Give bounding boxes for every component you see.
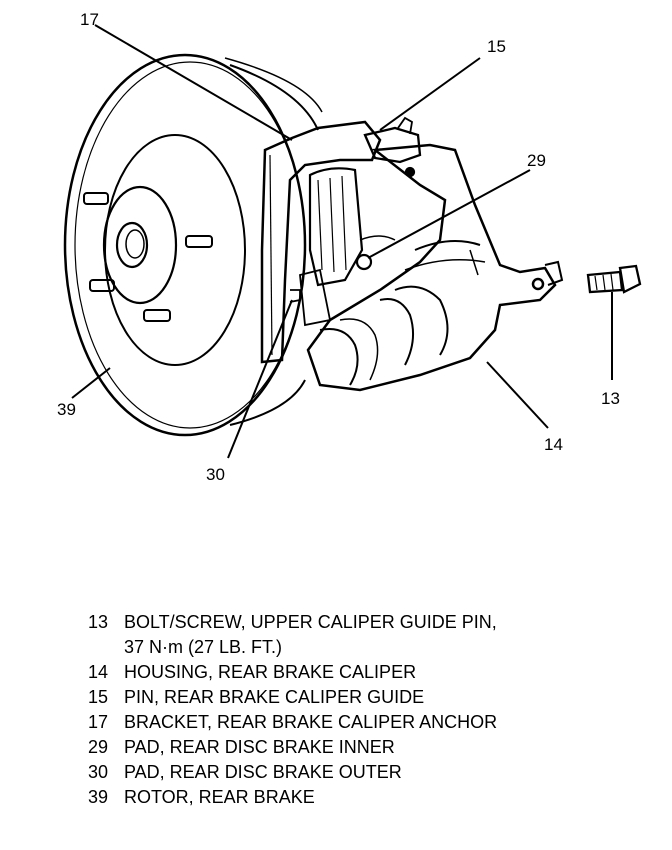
hub (83, 185, 213, 322)
legend-row-17: 17 BRACKET, REAR BRAKE CALIPER ANCHOR (88, 710, 648, 735)
callout-13: 13 (601, 389, 620, 408)
legend-description: PAD, REAR DISC BRAKE INNER (124, 737, 395, 757)
legend-description: ROTOR, REAR BRAKE (124, 787, 315, 807)
rotor (63, 53, 323, 437)
legend-description: PIN, REAR BRAKE CALIPER GUIDE (124, 687, 425, 707)
legend-description: HOUSING, REAR BRAKE CALIPER (124, 662, 417, 682)
legend-row-14: 14 HOUSING, REAR BRAKE CALIPER (88, 660, 648, 685)
legend-description: BRACKET, REAR BRAKE CALIPER ANCHOR (124, 712, 498, 732)
callout-14: 14 (544, 435, 563, 454)
legend-row-13-continued: 37 N·m (27 LB. FT.) (88, 635, 648, 660)
caliper-housing (306, 143, 564, 392)
legend-description: PAD, REAR DISC BRAKE OUTER (124, 762, 402, 782)
legend-row-30: 30 PAD, REAR DISC BRAKE OUTER (88, 760, 648, 785)
legend-number: 15 (88, 687, 109, 707)
legend-row-29: 29 PAD, REAR DISC BRAKE INNER (88, 735, 648, 760)
legend-number: 17 (88, 712, 109, 732)
legend-number: 29 (88, 737, 109, 757)
legend-description-continued: 37 N·m (27 LB. FT.) (124, 637, 283, 657)
callout-29: 29 (527, 151, 546, 170)
wheel-studs (83, 192, 213, 322)
legend-number: 30 (88, 762, 109, 782)
legend-row-15: 15 PIN, REAR BRAKE CALIPER GUIDE (88, 685, 648, 710)
callout-17: 17 (80, 10, 99, 29)
guide-pin-bolt (586, 264, 642, 294)
legend-row-39: 39 ROTOR, REAR BRAKE (88, 785, 648, 810)
legend-number: 13 (88, 612, 109, 632)
caliper-anchor-bracket (260, 120, 382, 364)
legend-number: 14 (88, 662, 109, 682)
parts-legend: 13 BOLT/SCREW, UPPER CALIPER GUIDE PIN, … (88, 610, 648, 810)
legend-row-13: 13 BOLT/SCREW, UPPER CALIPER GUIDE PIN, (88, 610, 648, 635)
brake-assembly-diagram: 17 15 29 13 14 30 39 (57, 10, 642, 484)
legend-description: BOLT/SCREW, UPPER CALIPER GUIDE PIN, (124, 612, 497, 632)
leader-lines (71, 24, 613, 459)
callout-30: 30 (206, 465, 225, 484)
callout-15: 15 (487, 37, 506, 56)
callout-39: 39 (57, 400, 76, 419)
legend-number: 39 (88, 787, 109, 807)
